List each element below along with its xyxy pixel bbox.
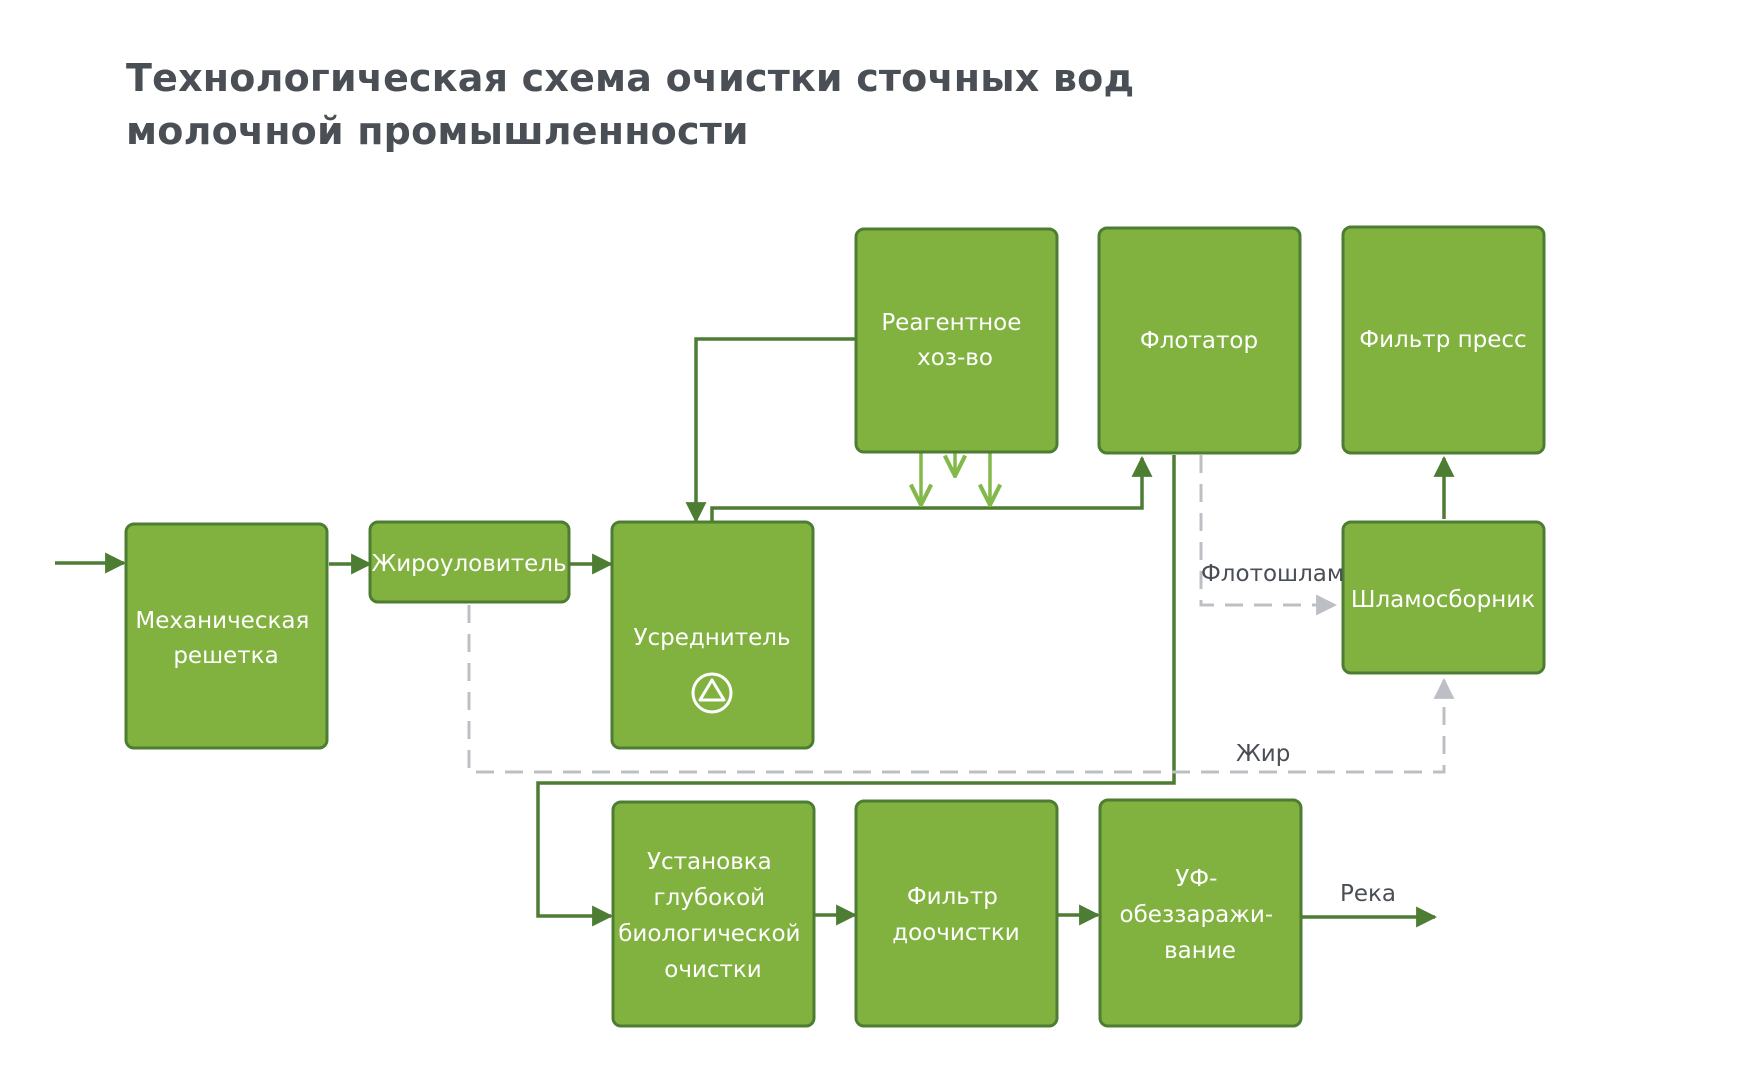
svg-text:Реагентное хоз-во: Реагентное хоз-во [881, 310, 1028, 371]
flow-equalizer-to-flotator [710, 455, 1153, 523]
flow-reagent-to-equalizer [685, 337, 856, 524]
svg-text:Усреднитель: Усреднитель [633, 625, 790, 651]
edge-label-river: Река [1340, 881, 1396, 907]
node-reagent: Реагентное хоз-во [854, 227, 1059, 454]
edge-label-flotation-sludge: Флотошлам [1201, 561, 1344, 587]
node-bio-line-2: глубокой [654, 885, 766, 911]
node-uv-line-3: вание [1164, 938, 1236, 964]
svg-text:Фильтр доочистки: Фильтр доочистки [892, 884, 1019, 946]
node-equalizer: Усреднитель [610, 520, 815, 750]
page-title: Технологическая схема очистки сточных во… [126, 52, 1134, 158]
node-post-filter-line-2: доочистки [892, 920, 1019, 946]
node-screen: Механическая решетка [124, 522, 329, 750]
svg-text:УФ- обеззаражи- ва: УФ- обеззаражи- вание [1120, 866, 1281, 964]
svg-text:Шламосборник: Шламосборник [1351, 587, 1535, 613]
node-bio-line-1: Установка [647, 849, 772, 875]
node-uv-line-2: обеззаражи- [1120, 902, 1274, 928]
node-bio: Установка глубокой биологической очистки [611, 800, 816, 1028]
svg-text:Флотатор: Флотатор [1140, 328, 1258, 354]
page-title-line-2: молочной промышленности [126, 109, 749, 153]
node-flotator: Флотатор [1097, 226, 1302, 455]
svg-text:Установка глубокой: Установка глубокой биологической очистки [618, 849, 808, 983]
svg-text:Жироуловитель: Жироуловитель [371, 551, 566, 577]
node-post-filter-line-1: Фильтр [907, 884, 998, 910]
flow-flotator-to-bio [536, 455, 1176, 927]
node-reagent-line-2: хоз-во [917, 345, 993, 371]
node-post-filter: Фильтр доочистки [854, 799, 1059, 1028]
node-uv: УФ- обеззаражи- вание [1098, 798, 1303, 1028]
svg-text:Механическая решетка: Механическая решетка [135, 608, 316, 669]
svg-text:Фильтр пресс: Фильтр пресс [1359, 327, 1526, 353]
page-title-line-1: Технологическая схема очистки сточных во… [126, 56, 1135, 100]
node-uv-line-1: УФ- [1175, 866, 1217, 892]
flow-flotation-sludge [1199, 455, 1338, 616]
node-equalizer-line-1: Усреднитель [633, 625, 790, 651]
node-bio-line-4: очистки [664, 957, 762, 983]
mixer-triangle-icon [691, 672, 733, 714]
flow-fat [467, 605, 1455, 774]
node-filter-press-line-1: Фильтр пресс [1359, 327, 1526, 353]
node-filter-press: Фильтр пресс [1341, 225, 1546, 455]
node-sludge-collector: Шламосборник [1341, 520, 1546, 675]
node-grease-trap-line-1: Жироуловитель [371, 551, 566, 577]
edge-label-fat: Жир [1236, 741, 1290, 767]
node-sludge-collector-line-1: Шламосборник [1351, 587, 1535, 613]
flow-lines [55, 337, 1455, 928]
node-screen-line-1: Механическая [135, 608, 309, 634]
node-screen-line-2: решетка [173, 643, 278, 669]
node-flotator-line-1: Флотатор [1140, 328, 1258, 354]
node-grease-trap: Жироуловитель [368, 520, 571, 604]
node-reagent-line-1: Реагентное [881, 310, 1021, 336]
node-bio-line-3: биологической [618, 921, 800, 947]
